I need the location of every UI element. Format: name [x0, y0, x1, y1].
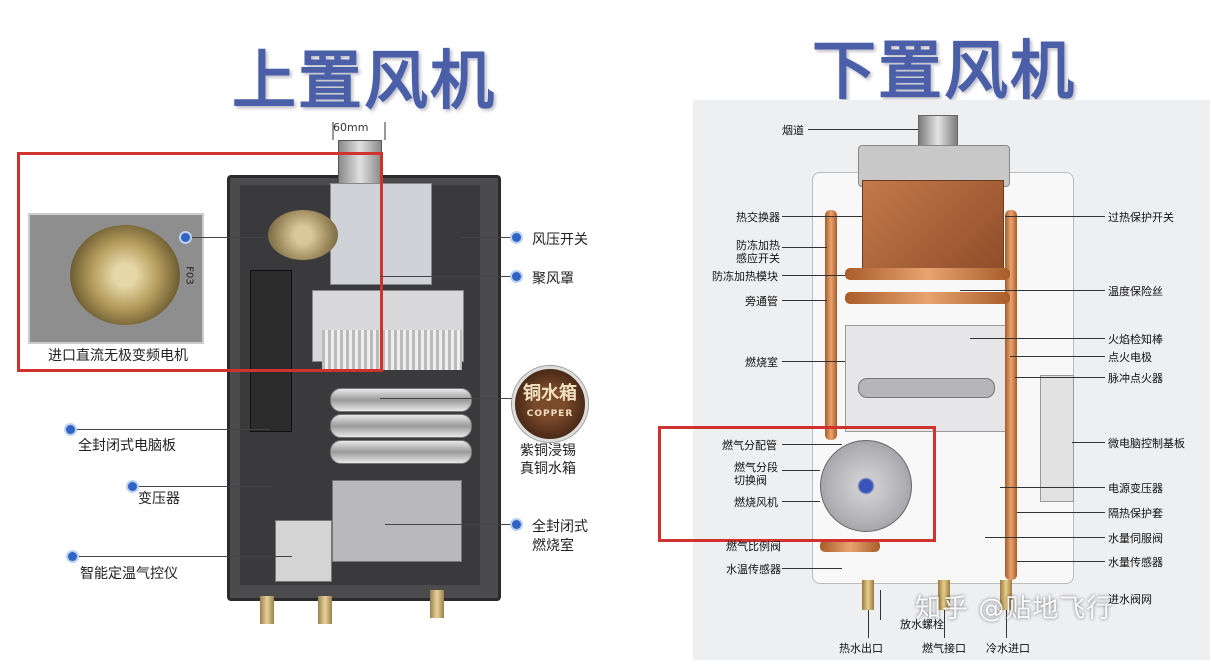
leader-line	[960, 290, 1105, 291]
label-servo-valve: 水量伺服阀	[1108, 530, 1163, 546]
leader-line	[782, 275, 845, 276]
callout-dot	[512, 233, 521, 242]
label-tank-line2: 真铜水箱	[520, 458, 576, 478]
leader-line	[185, 237, 265, 238]
callout-dot	[512, 272, 521, 281]
badge-text-cn: 铜水箱	[515, 379, 585, 405]
leader-line	[1017, 512, 1105, 513]
leader-line	[460, 237, 515, 238]
pipe-fitting	[260, 596, 274, 624]
leader-line	[385, 524, 513, 525]
label-antifreeze-module: 防冻加热模块	[712, 268, 778, 284]
label-gas-inlet: 燃气接口	[922, 640, 966, 656]
label-thermal-fuse: 温度保险丝	[1108, 283, 1163, 299]
label-inlet-filter: 进水阀网	[1108, 591, 1152, 607]
label-flame-rod: 火焰检知棒	[1108, 331, 1163, 347]
leader-line	[1015, 377, 1105, 378]
label-tank-line1: 紫铜浸锡	[520, 440, 576, 460]
leader-line	[985, 537, 1105, 538]
pipe-fitting	[430, 590, 444, 618]
heat-exchanger	[862, 180, 1004, 277]
label-antifreeze-switch-2: 感应开关	[736, 250, 780, 266]
copper-badge: 铜水箱 COPPER	[512, 366, 588, 442]
label-sealed-board: 全封闭式电脑板	[78, 435, 176, 455]
copper-tube	[845, 268, 1010, 280]
watermark: 知乎 @贴地飞行	[915, 588, 1113, 625]
leader-line	[1072, 442, 1105, 443]
label-cold-inlet: 冷水进口	[986, 640, 1030, 656]
pipe-fitting	[318, 596, 332, 624]
copper-coil	[330, 388, 472, 412]
leader-line	[72, 556, 292, 557]
combustion-chamber	[332, 480, 462, 562]
copper-coil	[330, 440, 472, 464]
label-pulse-igniter: 脉冲点火器	[1108, 370, 1163, 386]
leader-line	[1000, 487, 1105, 488]
label-flue: 烟道	[782, 122, 804, 138]
dimension-label: 60mm	[333, 121, 368, 134]
leader-line	[808, 129, 918, 130]
label-chamber-line2: 燃烧室	[532, 535, 574, 555]
leader-line	[1010, 356, 1105, 357]
label-proportional-valve: 燃气比例阀	[726, 538, 781, 554]
label-control-board: 微电脑控制基板	[1108, 435, 1185, 451]
copper-coil	[330, 414, 472, 438]
gas-valve	[275, 520, 332, 582]
leader-line	[782, 361, 845, 362]
label-hood: 聚风罩	[532, 268, 574, 288]
leader-line	[1017, 561, 1105, 562]
motor-tag: F03	[184, 266, 195, 284]
leader-line	[868, 610, 869, 638]
leader-line	[782, 501, 820, 502]
motor-inset-photo: F03	[28, 213, 204, 344]
chamber-window	[858, 378, 995, 398]
leader-line	[782, 300, 827, 301]
label-pressure-switch: 风压开关	[532, 229, 588, 249]
motor-image	[70, 225, 180, 325]
leader-line	[1005, 216, 1105, 217]
hot-outlet-fitting	[862, 580, 874, 610]
leader-line	[132, 486, 272, 487]
motor-caption: 进口直流无极变频电机	[48, 345, 188, 365]
label-hot-outlet: 热水出口	[839, 640, 883, 656]
label-exchanger: 热交换器	[736, 209, 780, 225]
label-gas-manifold: 燃气分配管	[722, 437, 777, 453]
callout-dot	[68, 552, 77, 561]
water-pipe	[1005, 210, 1017, 580]
leader-line	[782, 247, 827, 248]
copper-tube	[845, 292, 1010, 304]
badge-text-en: COPPER	[515, 409, 585, 419]
label-gas-controller: 智能定温气控仪	[80, 563, 178, 583]
leader-line	[70, 429, 270, 430]
title-top-fan: 上置风机	[232, 30, 496, 122]
callout-dot	[512, 520, 521, 529]
title-bottom-fan: 下置风机	[812, 20, 1076, 112]
label-heat-shield: 隔热保护套	[1108, 505, 1163, 521]
control-board-box	[1040, 375, 1074, 502]
label-power-transformer: 电源变压器	[1108, 480, 1163, 496]
callout-dot	[66, 425, 75, 434]
label-fan: 燃烧风机	[734, 494, 778, 510]
leader-line	[970, 338, 1105, 339]
label-chamber: 燃烧室	[745, 354, 778, 370]
label-bypass: 旁通管	[745, 293, 778, 309]
callout-dot	[181, 233, 190, 242]
label-overheat-switch: 过热保护开关	[1108, 209, 1174, 225]
leader-line	[782, 444, 842, 445]
callout-dot	[128, 482, 137, 491]
label-flow-sensor: 水量传感器	[1108, 554, 1163, 570]
leader-line	[380, 398, 512, 399]
leader-line	[782, 470, 820, 471]
bypass-pipe	[825, 210, 837, 440]
label-chamber-line1: 全封闭式	[532, 516, 588, 536]
leader-line	[782, 568, 842, 569]
label-transformer: 变压器	[138, 488, 180, 508]
leader-line	[880, 590, 881, 620]
leader-line	[380, 276, 515, 277]
label-igniter: 点火电极	[1108, 349, 1152, 365]
label-water-temp-sensor: 水温传感器	[726, 561, 781, 577]
label-gas-switch-2: 切换阀	[734, 472, 767, 488]
leader-line	[782, 216, 862, 217]
